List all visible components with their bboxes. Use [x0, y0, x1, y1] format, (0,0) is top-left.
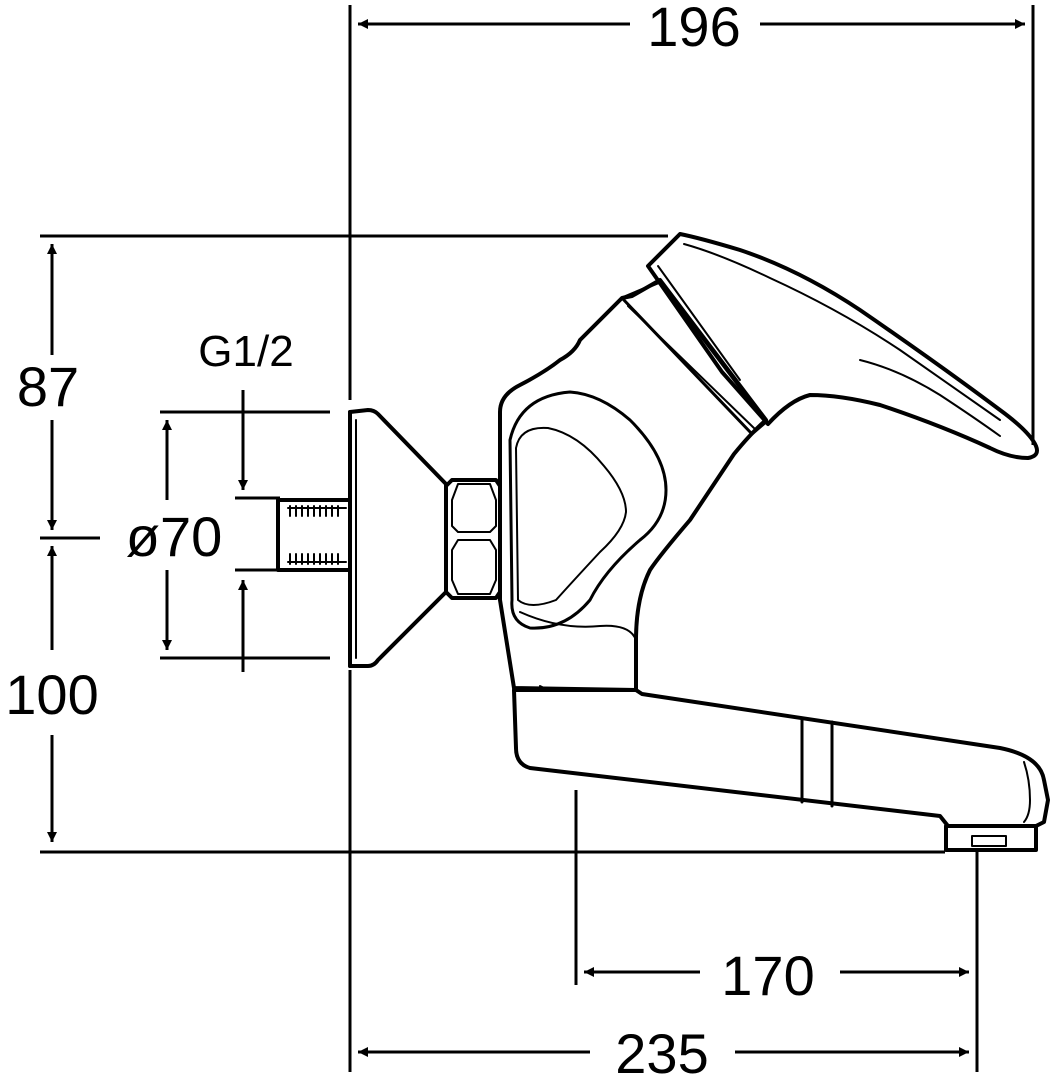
cartridge-band: [620, 280, 768, 436]
thread-label: G1/2: [198, 327, 293, 376]
dim-70-label: ø70: [126, 505, 223, 568]
dim-87-label: 87: [17, 355, 79, 418]
dim-170-label: 170: [721, 944, 814, 1007]
spout: [512, 688, 1050, 828]
threaded-connector: [276, 498, 350, 572]
hex-nut: [444, 478, 502, 600]
lever-handle: [646, 232, 1039, 460]
dimension-arrows: [47, 19, 1025, 1057]
escutcheon: [348, 408, 448, 668]
mixer-body: [498, 278, 768, 692]
dim-100-label: 100: [5, 663, 98, 726]
dim-235-label: 235: [615, 1022, 708, 1080]
dim-196-label: 196: [647, 0, 740, 58]
aerator: [944, 824, 1038, 852]
extension-lines: [40, 5, 1035, 1072]
faucet-outline: [276, 232, 1050, 852]
